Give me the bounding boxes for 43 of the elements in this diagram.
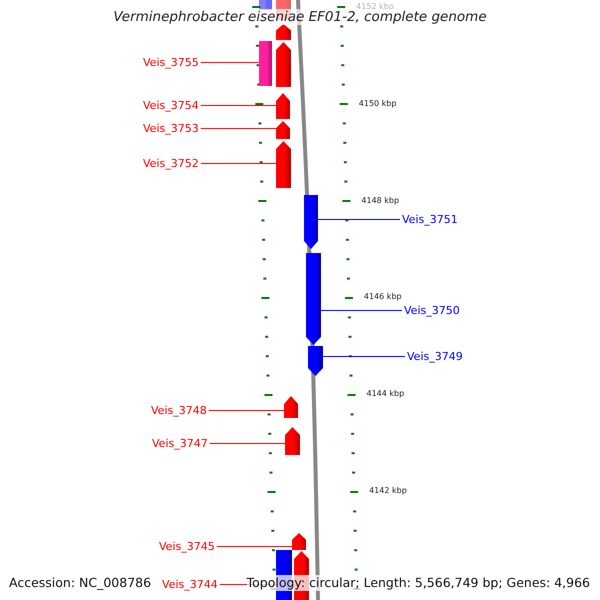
gene-feature bbox=[308, 346, 323, 376]
gene-label: Veis_3748 bbox=[151, 404, 207, 417]
gene-label: Veis_3751 bbox=[402, 213, 458, 226]
scale-label: 4142 kbp bbox=[369, 486, 407, 496]
scale-label: 4148 kbp bbox=[361, 196, 400, 206]
map-info-text: Accession: NC_008786 bbox=[9, 575, 152, 591]
gene-feature bbox=[276, 42, 291, 87]
scale-label: 4152 kbp bbox=[356, 2, 394, 11]
gene-label: Veis_3747 bbox=[152, 437, 208, 450]
leader-line bbox=[200, 105, 276, 106]
gene-feature bbox=[276, 24, 291, 40]
gene-feature bbox=[266, 0, 272, 10]
gene-label: Veis_3745 bbox=[159, 540, 215, 553]
gene-feature bbox=[276, 141, 291, 188]
map-title: Verminephrobacter eiseniae EF01-2, complete genome bbox=[113, 9, 487, 25]
gene-label: Veis_3755 bbox=[143, 56, 199, 69]
gene-feature bbox=[292, 533, 306, 550]
scale-label: 4150 kbp bbox=[358, 99, 396, 109]
leader-line bbox=[322, 356, 406, 357]
gene-label: Veis_3744 bbox=[162, 578, 218, 591]
leader-line bbox=[209, 443, 286, 444]
gene-label: Veis_3753 bbox=[143, 122, 199, 135]
scale-label: 4144 kbp bbox=[366, 389, 404, 399]
gene-label: Veis_3754 bbox=[143, 99, 199, 112]
gene-feature bbox=[259, 0, 266, 10]
leader-line bbox=[200, 128, 276, 129]
gene-label: Veis_3750 bbox=[404, 304, 460, 317]
gene-feature bbox=[259, 41, 272, 86]
gene-feature bbox=[304, 195, 318, 249]
gene-feature bbox=[284, 396, 298, 418]
gene-feature bbox=[276, 121, 290, 139]
gene-feature bbox=[285, 427, 300, 455]
leader-line bbox=[216, 546, 292, 547]
leader-line bbox=[200, 163, 276, 164]
leader-line bbox=[200, 62, 260, 63]
gene-feature bbox=[276, 93, 290, 119]
scale-label: 4146 kbp bbox=[364, 292, 402, 302]
leader-line bbox=[208, 410, 284, 411]
gene-label: Veis_3752 bbox=[143, 157, 199, 170]
leader-line bbox=[318, 219, 400, 220]
leader-line bbox=[320, 310, 402, 311]
map-info-text: Topology: circular; Length: 5,566,749 bp; Genes: 4,966 bbox=[246, 575, 590, 591]
gene-label: Veis_3749 bbox=[407, 350, 463, 363]
